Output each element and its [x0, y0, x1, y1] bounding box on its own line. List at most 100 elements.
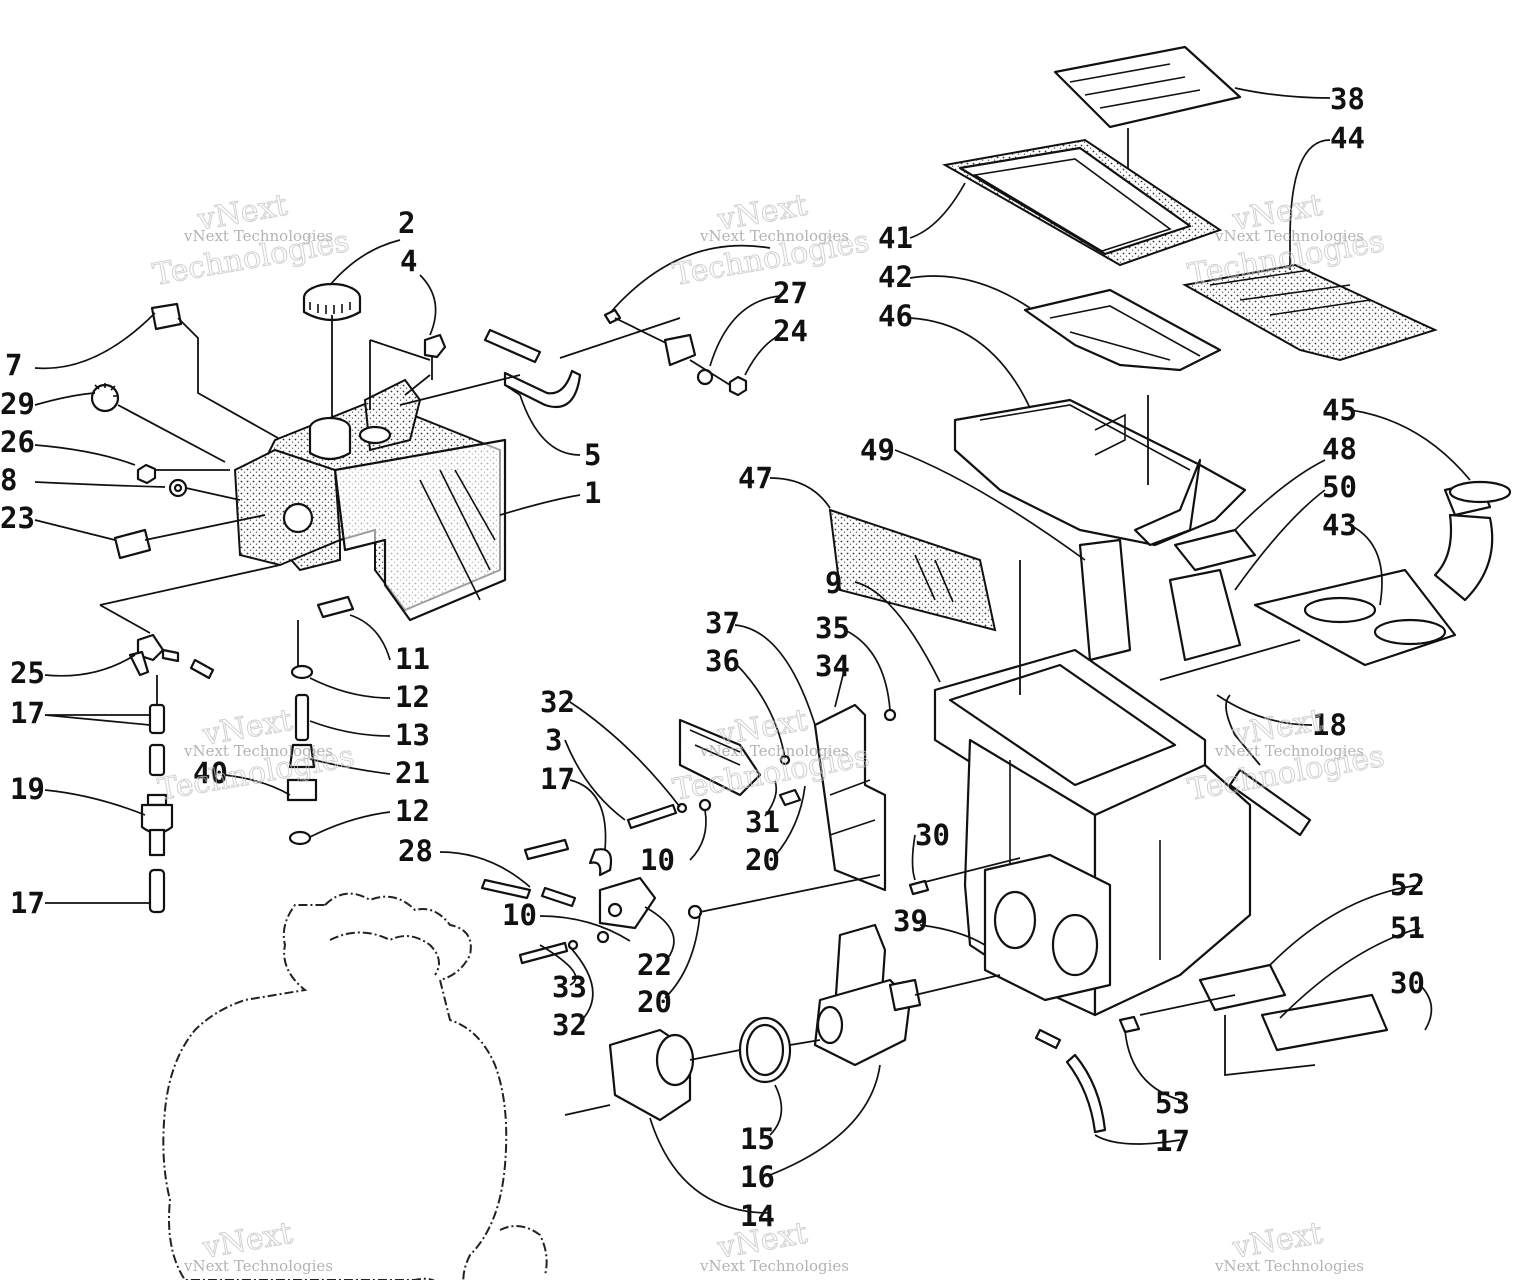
callout-21: 21 [395, 756, 430, 790]
fuel-tank [233, 378, 507, 622]
callout-12-b: 12 [395, 794, 430, 828]
tray-42 [1023, 288, 1222, 372]
clamp-15 [738, 1016, 792, 1084]
callout-labels: 2 4 7 29 26 8 23 5 1 27 24 25 17 19 17 1… [0, 82, 1425, 1233]
inline-filter [140, 793, 174, 857]
watermark-9: vNext vNext Technologies [1214, 1215, 1364, 1275]
fuel-cap [302, 282, 362, 420]
watermark-7: vNext vNext Technologies [183, 1215, 333, 1275]
callout-20-a: 20 [745, 843, 780, 877]
callout-17-d: 17 [1155, 1124, 1190, 1158]
callout-17-c: 17 [540, 762, 575, 796]
callout-47: 47 [738, 461, 773, 495]
filter-47 [828, 508, 997, 632]
svg-text:vNext Technologies: vNext Technologies [1214, 1257, 1364, 1275]
mesh-52 [1198, 963, 1287, 1012]
decal-7 [150, 302, 279, 439]
callout-31: 31 [745, 805, 780, 839]
callout-14: 14 [740, 1199, 775, 1233]
callout-3: 3 [545, 723, 562, 757]
svg-text:vNext Technologies: vNext Technologies [1214, 227, 1364, 245]
gasket-43 [1253, 568, 1457, 667]
intake-flange-14 [564, 1028, 821, 1122]
callout-18: 18 [1312, 708, 1347, 742]
callout-32-a: 32 [540, 685, 575, 719]
fuel-valve [99, 564, 281, 680]
callout-7: 7 [5, 348, 22, 382]
svg-text:vNext Technologies: vNext Technologies [699, 227, 849, 245]
callout-12-a: 12 [395, 680, 430, 714]
svg-text:vNext Technologies: vNext Technologies [699, 1257, 849, 1275]
callout-32-b: 32 [552, 1008, 587, 1042]
mesh-51 [1260, 993, 1389, 1052]
callout-1: 1 [584, 476, 601, 510]
callout-20-b: 20 [637, 985, 672, 1019]
callout-39: 39 [893, 904, 928, 938]
hose-17 [148, 675, 166, 914]
callout-25: 25 [10, 656, 45, 690]
nut-26 [136, 463, 230, 485]
svg-text:vNext Technologies: vNext Technologies [183, 742, 333, 760]
drain-tube-18 [1225, 694, 1312, 837]
callout-30-a: 30 [915, 818, 950, 852]
callout-23: 23 [0, 501, 35, 535]
callout-35: 35 [815, 611, 850, 645]
label-23 [113, 514, 266, 560]
watermark-8: vNext vNext Technologies [699, 1215, 849, 1275]
callout-45: 45 [1322, 393, 1357, 427]
airbox-upper-46 [953, 395, 1247, 547]
foam-49 [1078, 538, 1132, 662]
callout-11: 11 [395, 642, 430, 676]
watermark-6: vNext vNext Technologies Technologies [1185, 702, 1388, 808]
filler-neck [308, 416, 392, 461]
callout-10-b: 10 [502, 898, 537, 932]
callout-16: 16 [740, 1160, 775, 1194]
fasteners-33-32-10 [518, 857, 1021, 965]
silencer-plate-44 [1182, 263, 1438, 362]
callout-15: 15 [740, 1122, 775, 1156]
callout-9: 9 [825, 566, 842, 600]
hoses-17-28 [480, 838, 613, 908]
air-duct-45 [1411, 480, 1512, 640]
small-hardware [626, 708, 897, 830]
cap-mount-lines [369, 317, 681, 410]
watermark-1: vNext vNext Technologies Technologies [150, 187, 353, 293]
bracket-27-24 [603, 308, 748, 397]
callout-5: 5 [584, 438, 601, 472]
callout-2: 2 [398, 206, 415, 240]
callout-24: 24 [773, 314, 808, 348]
callout-26: 26 [0, 425, 35, 459]
bracket-34 [813, 703, 887, 892]
callout-17-b: 17 [10, 886, 45, 920]
cable-assembly [678, 718, 762, 797]
carburetor-16 [813, 923, 1001, 1067]
callout-17-a: 17 [10, 696, 45, 730]
airbox-lid-41 [942, 138, 1223, 267]
watermark-4: vNext vNext Technologies Technologies [155, 702, 358, 808]
callout-36: 36 [705, 644, 740, 678]
watermark-2: vNext vNext Technologies Technologies [670, 187, 873, 293]
svg-text:vNext Technologies: vNext Technologies [183, 227, 333, 245]
callout-13: 13 [395, 718, 430, 752]
plug-53 [1118, 994, 1316, 1077]
callout-43: 43 [1322, 508, 1357, 542]
callout-44: 44 [1330, 121, 1365, 155]
callout-50: 50 [1322, 470, 1357, 504]
callout-48: 48 [1322, 432, 1357, 466]
callout-30-b: 30 [1390, 966, 1425, 1000]
callout-27: 27 [773, 276, 808, 310]
fuel-line-parts [286, 595, 355, 846]
screen-48 [1173, 528, 1257, 572]
decal-38 [1053, 45, 1242, 222]
callout-37: 37 [705, 606, 740, 640]
svg-text:vNext Technologies: vNext Technologies [1214, 742, 1364, 760]
callout-40: 40 [193, 756, 228, 790]
callout-49: 49 [860, 433, 895, 467]
callout-38: 38 [1330, 82, 1365, 116]
callout-4: 4 [400, 244, 417, 278]
svg-text:vNext Technologies: vNext Technologies [183, 1257, 333, 1275]
callout-19: 19 [10, 772, 45, 806]
vent-hose [483, 328, 582, 408]
vent-fitting [423, 333, 447, 380]
